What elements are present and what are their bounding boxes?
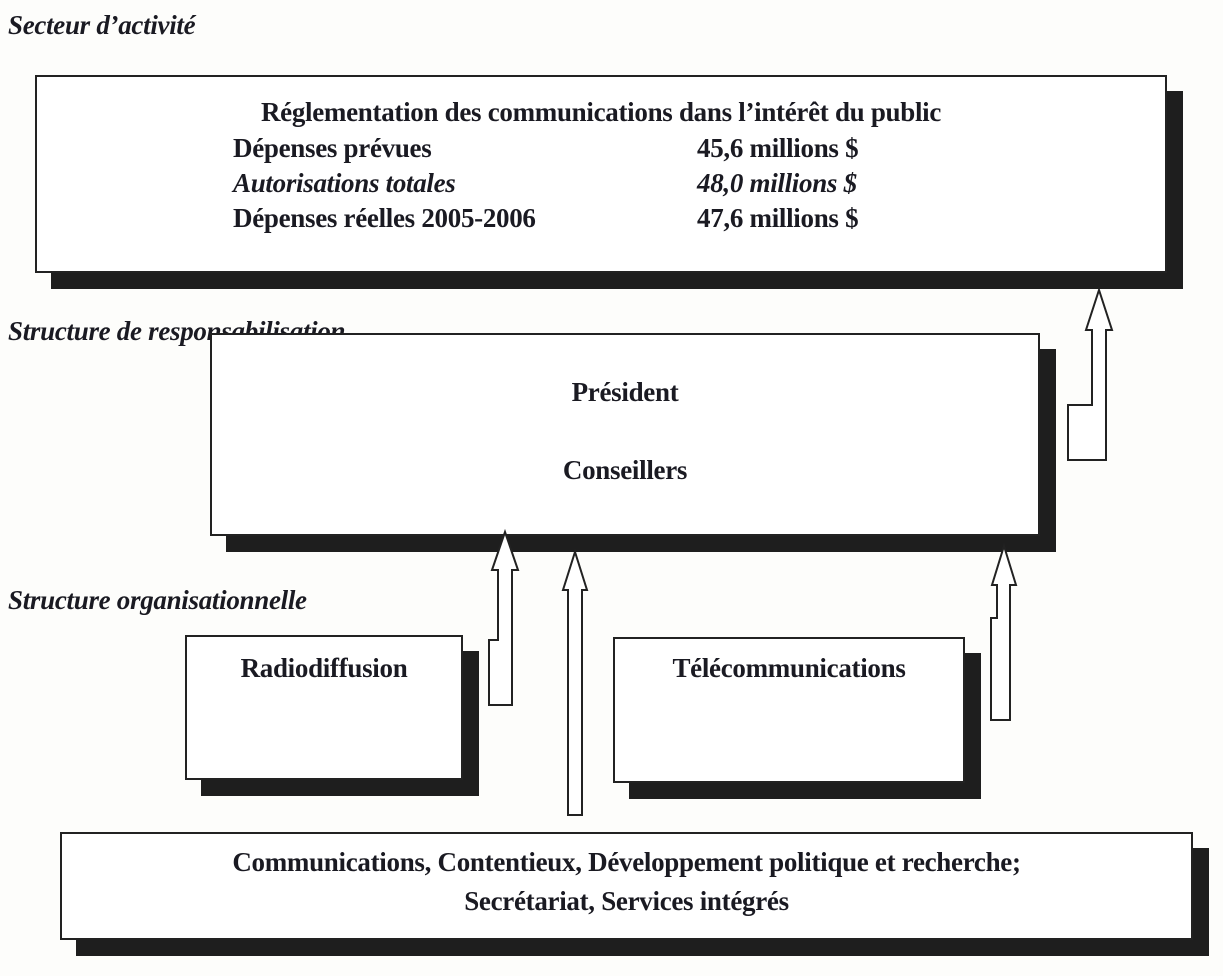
accountability-box: Président Conseillers: [210, 333, 1040, 536]
arrow-telecom-icon: [990, 542, 1018, 721]
total-authorities-value: 48,0 millions $: [697, 168, 857, 198]
section-label-organizational: Structure organisationnelle: [8, 585, 307, 615]
broadcasting-box: Radiodiffusion: [185, 635, 463, 780]
activity-box: Réglementation des communications dans l…: [35, 75, 1167, 273]
telecom-label: Télécommunications: [672, 653, 906, 683]
arrow-broadcasting-icon: [488, 528, 520, 706]
arrow-support-icon: [561, 548, 589, 816]
total-authorities-label: Autorisations totales: [233, 168, 456, 198]
support-services-box: Communications, Contentieux, Développeme…: [60, 832, 1193, 940]
broadcasting-label: Radiodiffusion: [240, 653, 408, 683]
support-services-line1: Communications, Contentieux, Développeme…: [232, 847, 1021, 877]
planned-spending-label: Dépenses prévues: [233, 133, 432, 163]
activity-title: Réglementation des communications dans l…: [260, 97, 942, 127]
actual-spending-value: 47,6 millions $: [697, 203, 859, 233]
telecom-box: Télécommunications: [613, 637, 965, 783]
support-services-line2: Secrétariat, Services intégrés: [464, 886, 789, 916]
president-label: Président: [571, 377, 679, 407]
arrow-to-activity-icon: [1067, 286, 1114, 461]
section-label-business-line: Secteur d’activité: [8, 10, 196, 40]
actual-spending-label: Dépenses réelles 2005-2006: [233, 203, 536, 233]
planned-spending-value: 45,6 millions $: [697, 133, 859, 163]
advisors-label: Conseillers: [562, 455, 688, 485]
